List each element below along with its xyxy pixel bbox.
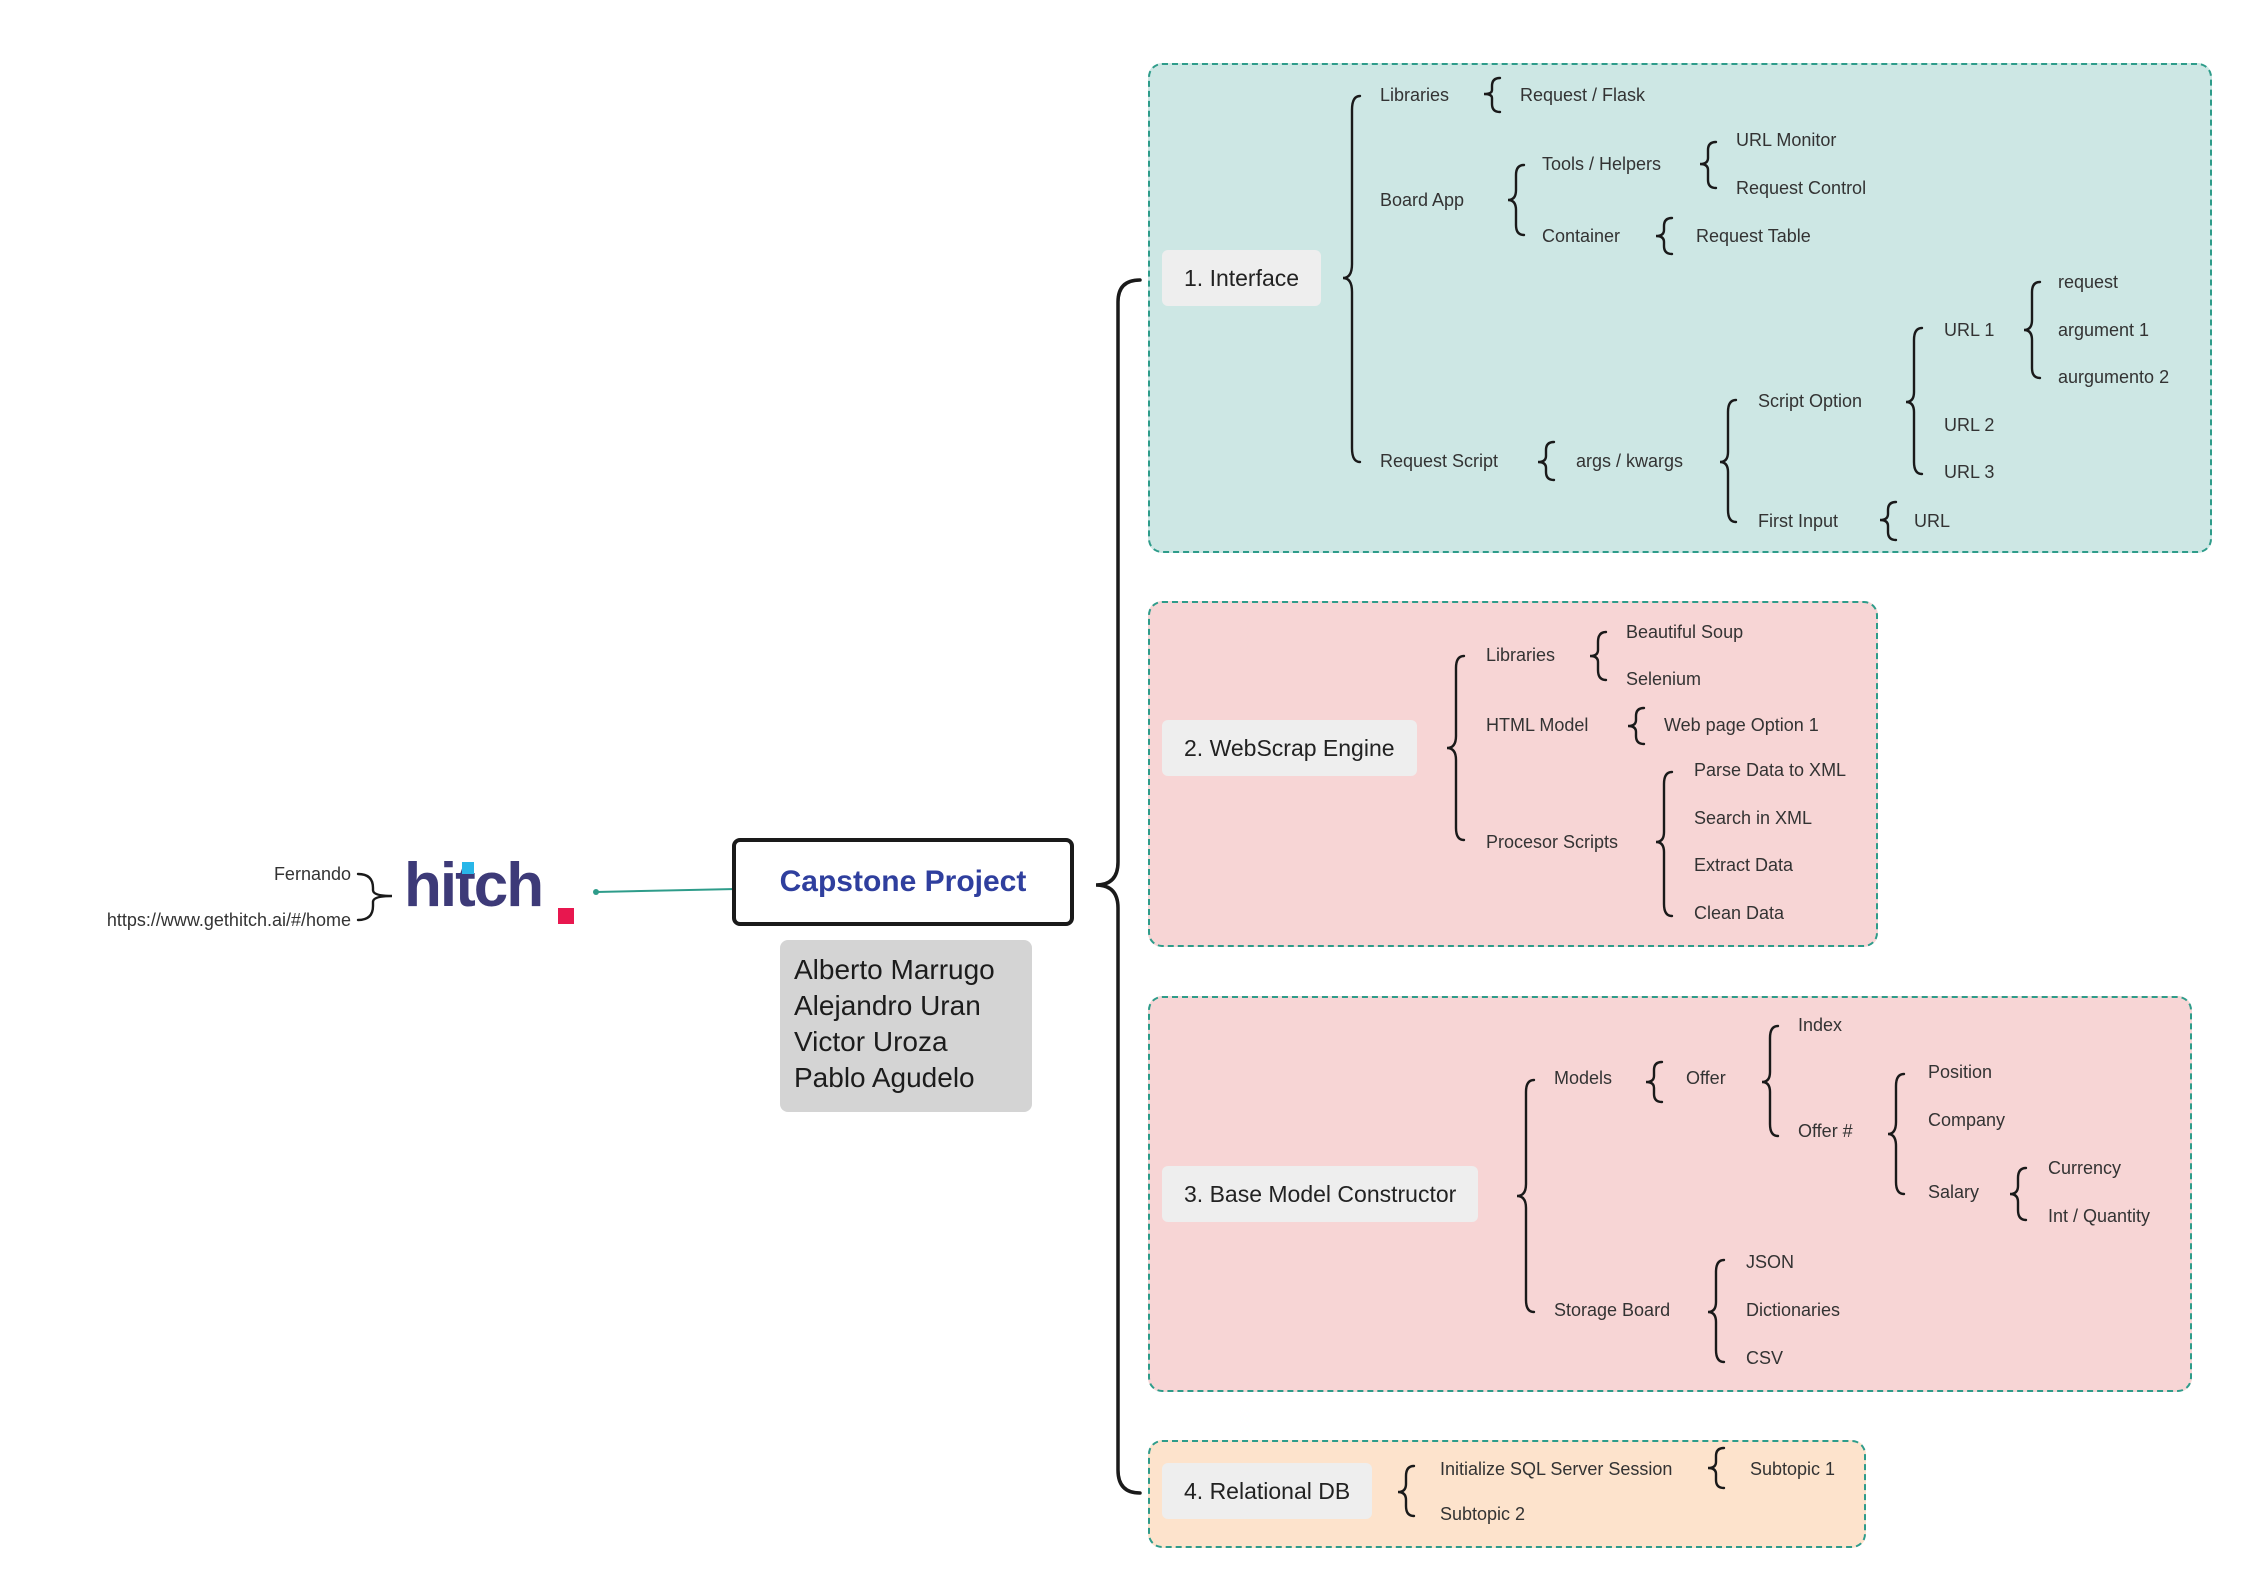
node-init-sql[interactable]: Initialize SQL Server Session [1440, 1459, 1673, 1479]
interface-region [1148, 63, 2212, 553]
node-selenium[interactable]: Selenium [1626, 669, 1702, 689]
node-request[interactable]: request [2058, 272, 2119, 292]
models-brace [1645, 1060, 1664, 1104]
libraries-brace [1483, 76, 1502, 114]
board-app-brace [1507, 163, 1526, 237]
node-parse-xml[interactable]: Parse Data to XML [1694, 760, 1847, 780]
tools-brace [1699, 140, 1718, 190]
node-subtopic1[interactable]: Subtopic 1 [1750, 1459, 1836, 1479]
procesor-brace [1655, 770, 1674, 918]
team-member: Alberto Marrugo [794, 954, 995, 985]
node-first-input[interactable]: First Input [1758, 511, 1839, 531]
section-interface[interactable]: 1. Interface [1162, 250, 1322, 306]
webscrap-brace [1446, 654, 1466, 842]
hitch-logo: hitch [404, 854, 574, 924]
node-offer-num[interactable]: Offer # [1798, 1121, 1853, 1141]
root-title: Capstone Project [779, 865, 1027, 898]
container-brace [1655, 216, 1674, 256]
node-beautiful-soup[interactable]: Beautiful Soup [1626, 622, 1744, 642]
team-member: Pablo Agudelo [794, 1062, 975, 1093]
logo-brace [356, 872, 393, 922]
node-models[interactable]: Models [1554, 1068, 1613, 1088]
node-url3[interactable]: URL 3 [1944, 462, 1995, 482]
offer-num-brace [1887, 1072, 1906, 1196]
request-script-brace [1537, 440, 1556, 482]
node-args-kwargs[interactable]: args / kwargs [1576, 451, 1684, 471]
node-request-table[interactable]: Request Table [1696, 226, 1811, 246]
node-libraries[interactable]: Libraries [1380, 85, 1450, 105]
node-search-xml[interactable]: Search in XML [1694, 808, 1813, 828]
node-html-model[interactable]: HTML Model [1486, 715, 1589, 735]
model-brace [1516, 1078, 1536, 1314]
node-extract-data[interactable]: Extract Data [1694, 855, 1794, 875]
salary-brace [2009, 1166, 2028, 1222]
storage-brace [1707, 1258, 1726, 1364]
node-company[interactable]: Company [1928, 1110, 2006, 1130]
node-url-monitor[interactable]: URL Monitor [1736, 130, 1837, 150]
script-option-brace [1905, 326, 1924, 476]
node-position[interactable]: Position [1928, 1062, 1993, 1082]
node-storage-board[interactable]: Storage Board [1554, 1300, 1671, 1320]
node-url2[interactable]: URL 2 [1944, 415, 1995, 435]
node-container[interactable]: Container [1542, 226, 1621, 246]
url1-brace [2023, 280, 2042, 380]
node-request-control[interactable]: Request Control [1736, 178, 1867, 198]
node-clean-data[interactable]: Clean Data [1694, 903, 1785, 923]
offer-brace [1761, 1024, 1780, 1138]
team-member: Alejandro Uran [794, 990, 981, 1021]
node-csv[interactable]: CSV [1746, 1348, 1784, 1368]
team-member: Victor Uroza [794, 1026, 948, 1057]
logo-text: hitch [404, 854, 542, 920]
node-request-flask[interactable]: Request / Flask [1520, 85, 1646, 105]
html-model-brace [1627, 706, 1646, 746]
section-db[interactable]: 4. Relational DB [1162, 1463, 1373, 1519]
node-argument2[interactable]: aurgumento 2 [2058, 367, 2170, 387]
section-model[interactable]: 3. Base Model Constructor [1162, 1166, 1479, 1222]
args-brace [1719, 398, 1738, 524]
node-dictionaries[interactable]: Dictionaries [1746, 1300, 1841, 1320]
node-board-app[interactable]: Board App [1380, 190, 1465, 210]
node-script-option[interactable]: Script Option [1758, 391, 1863, 411]
node-url[interactable]: URL [1914, 511, 1951, 531]
section-webscrap[interactable]: 2. WebScrap Engine [1162, 720, 1417, 776]
node-ws-libraries[interactable]: Libraries [1486, 645, 1556, 665]
node-request-script[interactable]: Request Script [1380, 451, 1499, 471]
node-tools-helpers[interactable]: Tools / Helpers [1542, 154, 1662, 174]
logo-connector-dot [593, 889, 599, 895]
team-note: Alberto Marrugo Alejandro Uran Victor Ur… [780, 940, 1032, 1112]
node-web-page-option[interactable]: Web page Option 1 [1664, 715, 1819, 735]
logo-accent-cyan [462, 862, 474, 874]
node-index[interactable]: Index [1798, 1015, 1843, 1035]
ws-libraries-brace [1589, 630, 1608, 682]
node-url1[interactable]: URL 1 [1944, 320, 1995, 340]
logo-name-label: Fernando [273, 864, 351, 884]
logo-accent-red [558, 908, 574, 924]
first-input-brace [1879, 500, 1898, 542]
logo-connector [595, 888, 737, 893]
node-json[interactable]: JSON [1746, 1252, 1795, 1272]
node-procesor-scripts[interactable]: Procesor Scripts [1486, 832, 1619, 852]
node-currency[interactable]: Currency [2048, 1158, 2122, 1178]
node-offer[interactable]: Offer [1686, 1068, 1726, 1088]
logo-url-link[interactable]: https://www.gethitch.ai/#/home [106, 910, 351, 930]
db-brace [1397, 1464, 1416, 1518]
root-node[interactable]: Capstone Project [732, 838, 1074, 926]
sql-brace [1707, 1446, 1726, 1490]
node-argument1[interactable]: argument 1 [2058, 320, 2150, 340]
node-int-quantity[interactable]: Int / Quantity [2048, 1206, 2151, 1226]
node-subtopic2[interactable]: Subtopic 2 [1440, 1504, 1526, 1524]
node-salary[interactable]: Salary [1928, 1182, 1980, 1202]
root-main-brace [1095, 278, 1142, 1495]
interface-brace [1342, 94, 1362, 464]
